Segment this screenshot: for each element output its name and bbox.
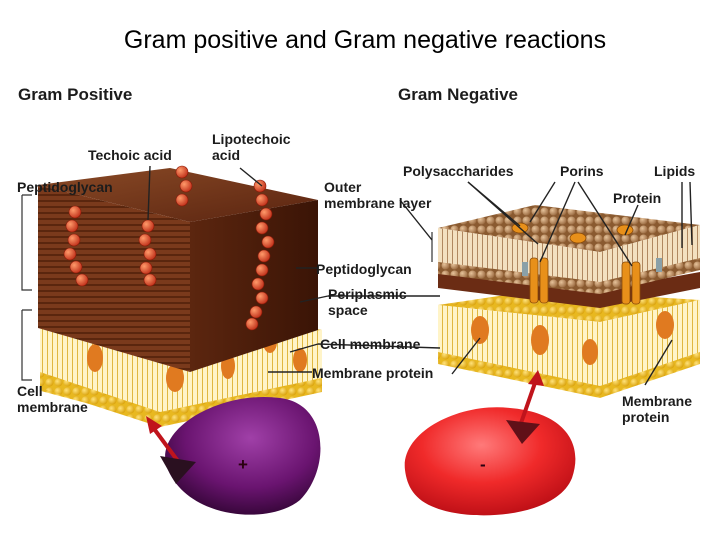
- label-outer-membrane-1: Outer: [324, 179, 362, 195]
- label-shared-cell-membrane: Cell membrane: [320, 336, 421, 352]
- gp-arrow: [146, 416, 196, 484]
- label-gn-membrane-protein-2: protein: [622, 409, 669, 425]
- label-gp-peptidoglycan: Peptidoglycan: [17, 179, 113, 195]
- label-lipotechoic-acid-2: acid: [212, 147, 240, 163]
- gn-arrow: [506, 370, 544, 444]
- gram-positive-heading: Gram Positive: [18, 85, 132, 104]
- gn-outer-top: [438, 205, 700, 252]
- label-gp-cell-membrane-2: membrane: [17, 399, 88, 415]
- label-techoic-acid: Techoic acid: [88, 147, 172, 163]
- gn-membrane-side: [600, 300, 700, 395]
- gp-peptidoglycan-front: [38, 185, 190, 372]
- gram-positive-cell: +: [165, 396, 321, 515]
- label-shared-peptidoglycan: Peptidoglycan: [316, 261, 412, 277]
- page-title: Gram positive and Gram negative reaction…: [123, 26, 607, 54]
- gp-peptidoglycan-top: [38, 168, 318, 222]
- label-polysaccharides: Polysaccharides: [403, 163, 514, 179]
- label-outer-membrane-2: membrane layer: [324, 195, 432, 211]
- gn-porins: [511, 222, 641, 305]
- label-gn-membrane-protein-1: Membrane: [622, 393, 692, 409]
- gram-negative-illustration: [431, 181, 700, 398]
- gp-cell-sign: +: [238, 455, 248, 474]
- gp-teichoic-chains: [63, 165, 275, 331]
- label-porins: Porins: [560, 163, 604, 179]
- label-shared-membrane-protein: Membrane protein: [312, 365, 433, 381]
- label-periplasmic-2: space: [328, 302, 368, 318]
- center-leader-lines: [268, 199, 481, 375]
- gn-cell-sign: -: [480, 455, 486, 474]
- gram-negative-heading: Gram Negative: [398, 85, 518, 104]
- label-gp-cell-membrane-1: Cell: [17, 383, 43, 399]
- gram-positive-illustration: [21, 165, 322, 427]
- label-periplasmic-1: Periplasmic: [328, 286, 407, 302]
- label-lipids: Lipids: [654, 163, 695, 179]
- label-protein: Protein: [613, 190, 661, 206]
- label-lipotechoic-acid-1: Lipotechoic: [212, 131, 291, 147]
- gram-negative-cell: -: [404, 407, 576, 516]
